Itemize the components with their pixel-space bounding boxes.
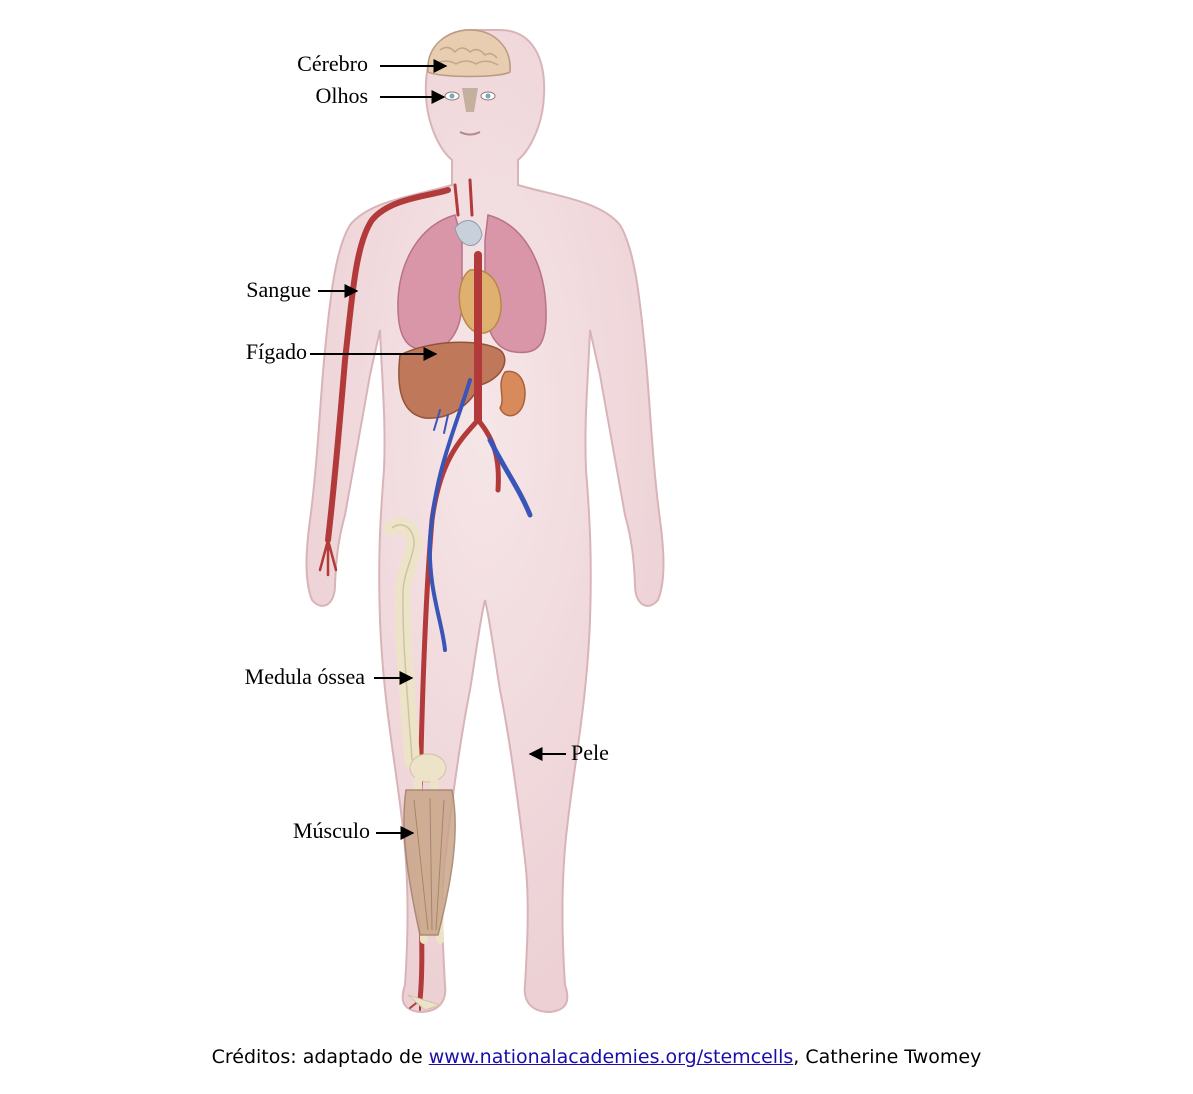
credits-suffix: , Catherine Twomey (793, 1046, 982, 1068)
label-eyes: Olhos (315, 83, 446, 108)
brain (427, 29, 511, 78)
credits-line: Créditos: adaptado de www.nationalacadem… (0, 1046, 1193, 1068)
label-liver: Fígado (246, 339, 438, 364)
label-muscle-text: Músculo (293, 818, 370, 843)
label-muscle: Músculo (293, 818, 415, 843)
label-brain: Cérebro (297, 51, 448, 76)
anatomy-diagram: Cérebro Olhos Sangue Fígado Medula óssea… (245, 29, 665, 1014)
credits-link[interactable]: www.nationalacademies.org/stemcells (428, 1046, 794, 1068)
label-liver-text: Fígado (246, 339, 307, 364)
veins (427, 378, 533, 652)
label-brain-text: Cérebro (297, 51, 368, 76)
kidney (499, 370, 526, 417)
label-skin-text: Pele (571, 740, 609, 765)
eyes (444, 88, 496, 136)
label-eyes-text: Olhos (315, 83, 368, 108)
label-blood-text: Sangue (246, 277, 311, 302)
label-marrow-text: Medula óssea (245, 664, 366, 689)
label-marrow: Medula óssea (245, 664, 414, 689)
credits-prefix: Créditos: adaptado de (211, 1046, 429, 1068)
label-blood: Sangue (246, 277, 359, 302)
body-silhouette (305, 29, 665, 1014)
label-skin: Pele (528, 740, 609, 765)
